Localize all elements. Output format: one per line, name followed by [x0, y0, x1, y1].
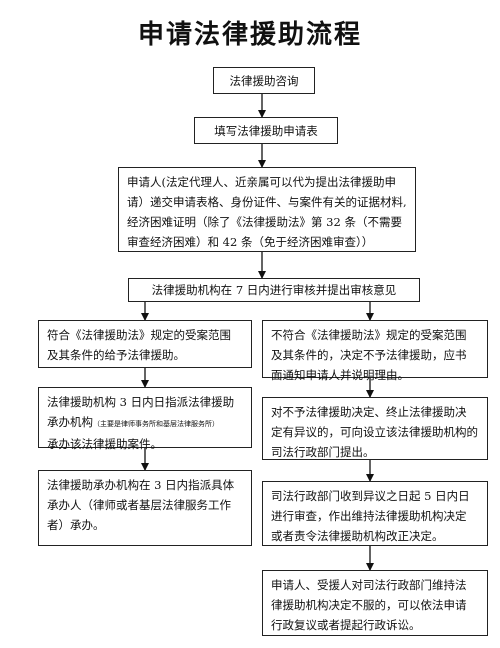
assign-note: （主要是律师事务所和基层法律服务所）: [93, 420, 219, 428]
step-review-text: 法律援助机构在 7 日内进行审核并提出审核意见: [151, 283, 397, 297]
left-assign-agency: 法律援助机构 3 日内日指派法律援助 承办机构（主要是律师事务所和基层法律服务所…: [38, 387, 252, 451]
right-litigation: 申请人、受援人对司法行政部门维持法 律援助机构决定不服的，可以依法申请 行政复议…: [262, 570, 488, 636]
step-consult: 法律援助咨询: [213, 67, 315, 94]
assign-line: 承办机构（主要是律师事务所和基层法律服务所）: [47, 412, 243, 434]
litigation-line: 行政复议或者提起行政诉讼。: [271, 618, 421, 632]
step-submit-materials: 申请人(法定代理人、近亲属可以代为提出法律援助申 请）递交申请表格、身份证件、与…: [118, 167, 416, 252]
handle-line: 法律援助承办机构在 3 日内指派具体: [47, 478, 235, 492]
assign-line-main: 承办机构: [47, 415, 93, 429]
eligible-line: 及其条件的给予法律援助。: [47, 348, 185, 362]
judicial-line: 或者责令法律援助机构改正决定。: [271, 529, 444, 543]
right-judicial-review: 司法行政部门收到异议之日起 5 日内日 进行审查，作出维持法律援助机构决定 或者…: [262, 481, 488, 546]
right-ineligible: 不符合《法律援助法》规定的受案范围 及其条件的，决定不予法律援助，应书 面通知申…: [262, 320, 488, 382]
objection-line: 定有异议的，可向设立该法律援助机构的: [271, 425, 478, 439]
submit-line: 审查经济困难）和 42 条（免于经济困难审查））: [127, 235, 374, 249]
step-fill-form-text: 填写法律援助申请表: [214, 123, 318, 138]
judicial-line: 进行审查，作出维持法律援助机构决定: [271, 509, 467, 523]
litigation-line: 律援助机构决定不服的，可以依法申请: [271, 598, 467, 612]
assign-line: 法律援助机构 3 日内日指派法律援助: [47, 395, 235, 409]
step-consult-text: 法律援助咨询: [229, 73, 299, 88]
objection-line: 司法行政部门提出。: [271, 445, 375, 459]
left-handle-case: 法律援助承办机构在 3 日内指派具体 承办人（律师或者基层法律服务工作 者）承办…: [38, 470, 252, 546]
right-objection: 对不予法律援助决定、终止法律援助决 定有异议的，可向设立该法律援助机构的 司法行…: [262, 397, 488, 460]
submit-line: 请）递交申请表格、身份证件、与案件有关的证据材料,: [127, 195, 407, 209]
left-eligible: 符合《法律援助法》规定的受案范围 及其条件的给予法律援助。: [38, 320, 252, 368]
ineligible-line: 不符合《法律援助法》规定的受案范围: [271, 328, 467, 342]
eligible-line: 符合《法律援助法》规定的受案范围: [47, 328, 231, 342]
handle-line: 者）承办。: [47, 518, 105, 532]
ineligible-line: 及其条件的，决定不予法律援助，应书: [271, 348, 467, 362]
submit-line: 申请人(法定代理人、近亲属可以代为提出法律援助申: [127, 175, 396, 189]
page-title: 申请法律援助流程: [137, 20, 362, 50]
ineligible-line: 面通知申请人并说明理由。: [271, 368, 409, 382]
objection-line: 对不予法律援助决定、终止法律援助决: [271, 405, 467, 419]
step-fill-form: 填写法律援助申请表: [194, 117, 338, 144]
submit-line: 经济困难证明（除了《法律援助法》第 32 条（不需要: [127, 215, 402, 229]
assign-line: 承办该法律援助案件。: [47, 437, 162, 451]
judicial-line: 司法行政部门收到异议之日起 5 日内日: [271, 489, 470, 503]
handle-line: 承办人（律师或者基层法律服务工作: [47, 498, 231, 512]
step-review: 法律援助机构在 7 日内进行审核并提出审核意见: [128, 278, 420, 302]
litigation-line: 申请人、受援人对司法行政部门维持法: [271, 578, 467, 592]
